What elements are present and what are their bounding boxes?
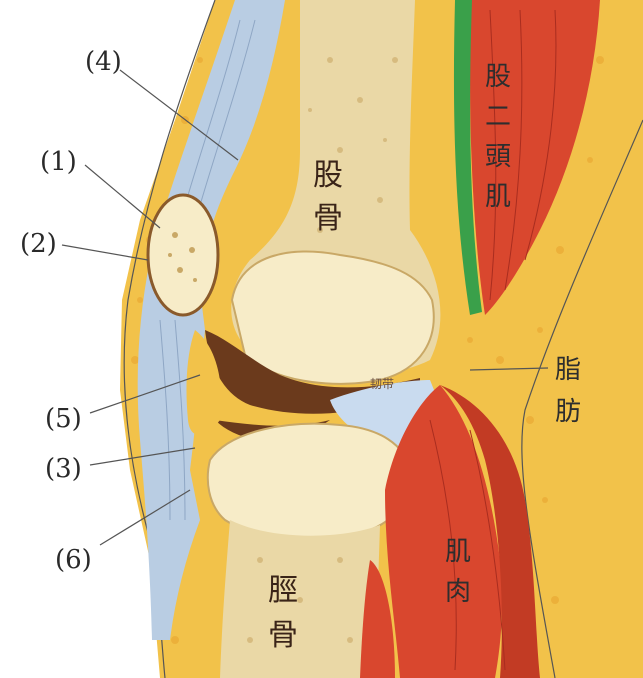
fat-label-1: 脂 (555, 355, 581, 385)
biceps-label-3: 頭 (485, 142, 511, 172)
label-5: (5) (45, 404, 82, 434)
muscle-label-1: 肌 (445, 537, 471, 567)
label-3: (3) (45, 454, 82, 484)
biceps-label-2: 二 (485, 102, 511, 132)
tibia-label-2: 骨 (268, 618, 298, 653)
fat-label-2: 肪 (555, 397, 581, 427)
label-4: (4) (85, 47, 122, 77)
muscle-label-2: 肉 (445, 577, 471, 607)
biceps-label-1: 股 (485, 62, 511, 92)
label-1: (1) (40, 147, 77, 177)
tibia-plateau (208, 424, 410, 539)
femur-label-1: 股 (313, 158, 343, 193)
patella (148, 195, 218, 315)
femur-label-2: 骨 (313, 201, 343, 236)
biceps-label-4: 肌 (485, 182, 511, 212)
label-6: (6) (55, 545, 92, 575)
ligament-label: 韧带 (370, 377, 394, 391)
femur-condyle-cap (232, 251, 434, 383)
label-2: (2) (20, 229, 57, 259)
tibia-label-1: 脛 (268, 573, 298, 608)
